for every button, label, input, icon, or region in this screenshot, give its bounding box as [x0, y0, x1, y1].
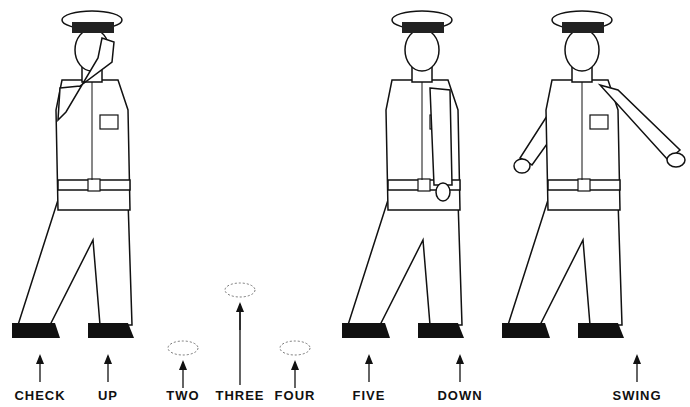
step-label: UP [98, 388, 118, 403]
step-label: DOWN [437, 388, 482, 403]
step-label: CHECK [14, 388, 65, 403]
long-arrow-shaft [239, 304, 240, 385]
step-label: FIVE [353, 388, 386, 403]
footprints [168, 283, 310, 355]
swinging-figure [502, 11, 685, 338]
pointer-arrows [36, 302, 641, 388]
halting-figure [342, 11, 464, 338]
step-label: FOUR [275, 388, 316, 403]
step-label: TWO [166, 388, 199, 403]
step-label: THREE [215, 388, 264, 403]
step-label: SWING [612, 388, 661, 403]
saluting-figure [12, 11, 134, 338]
